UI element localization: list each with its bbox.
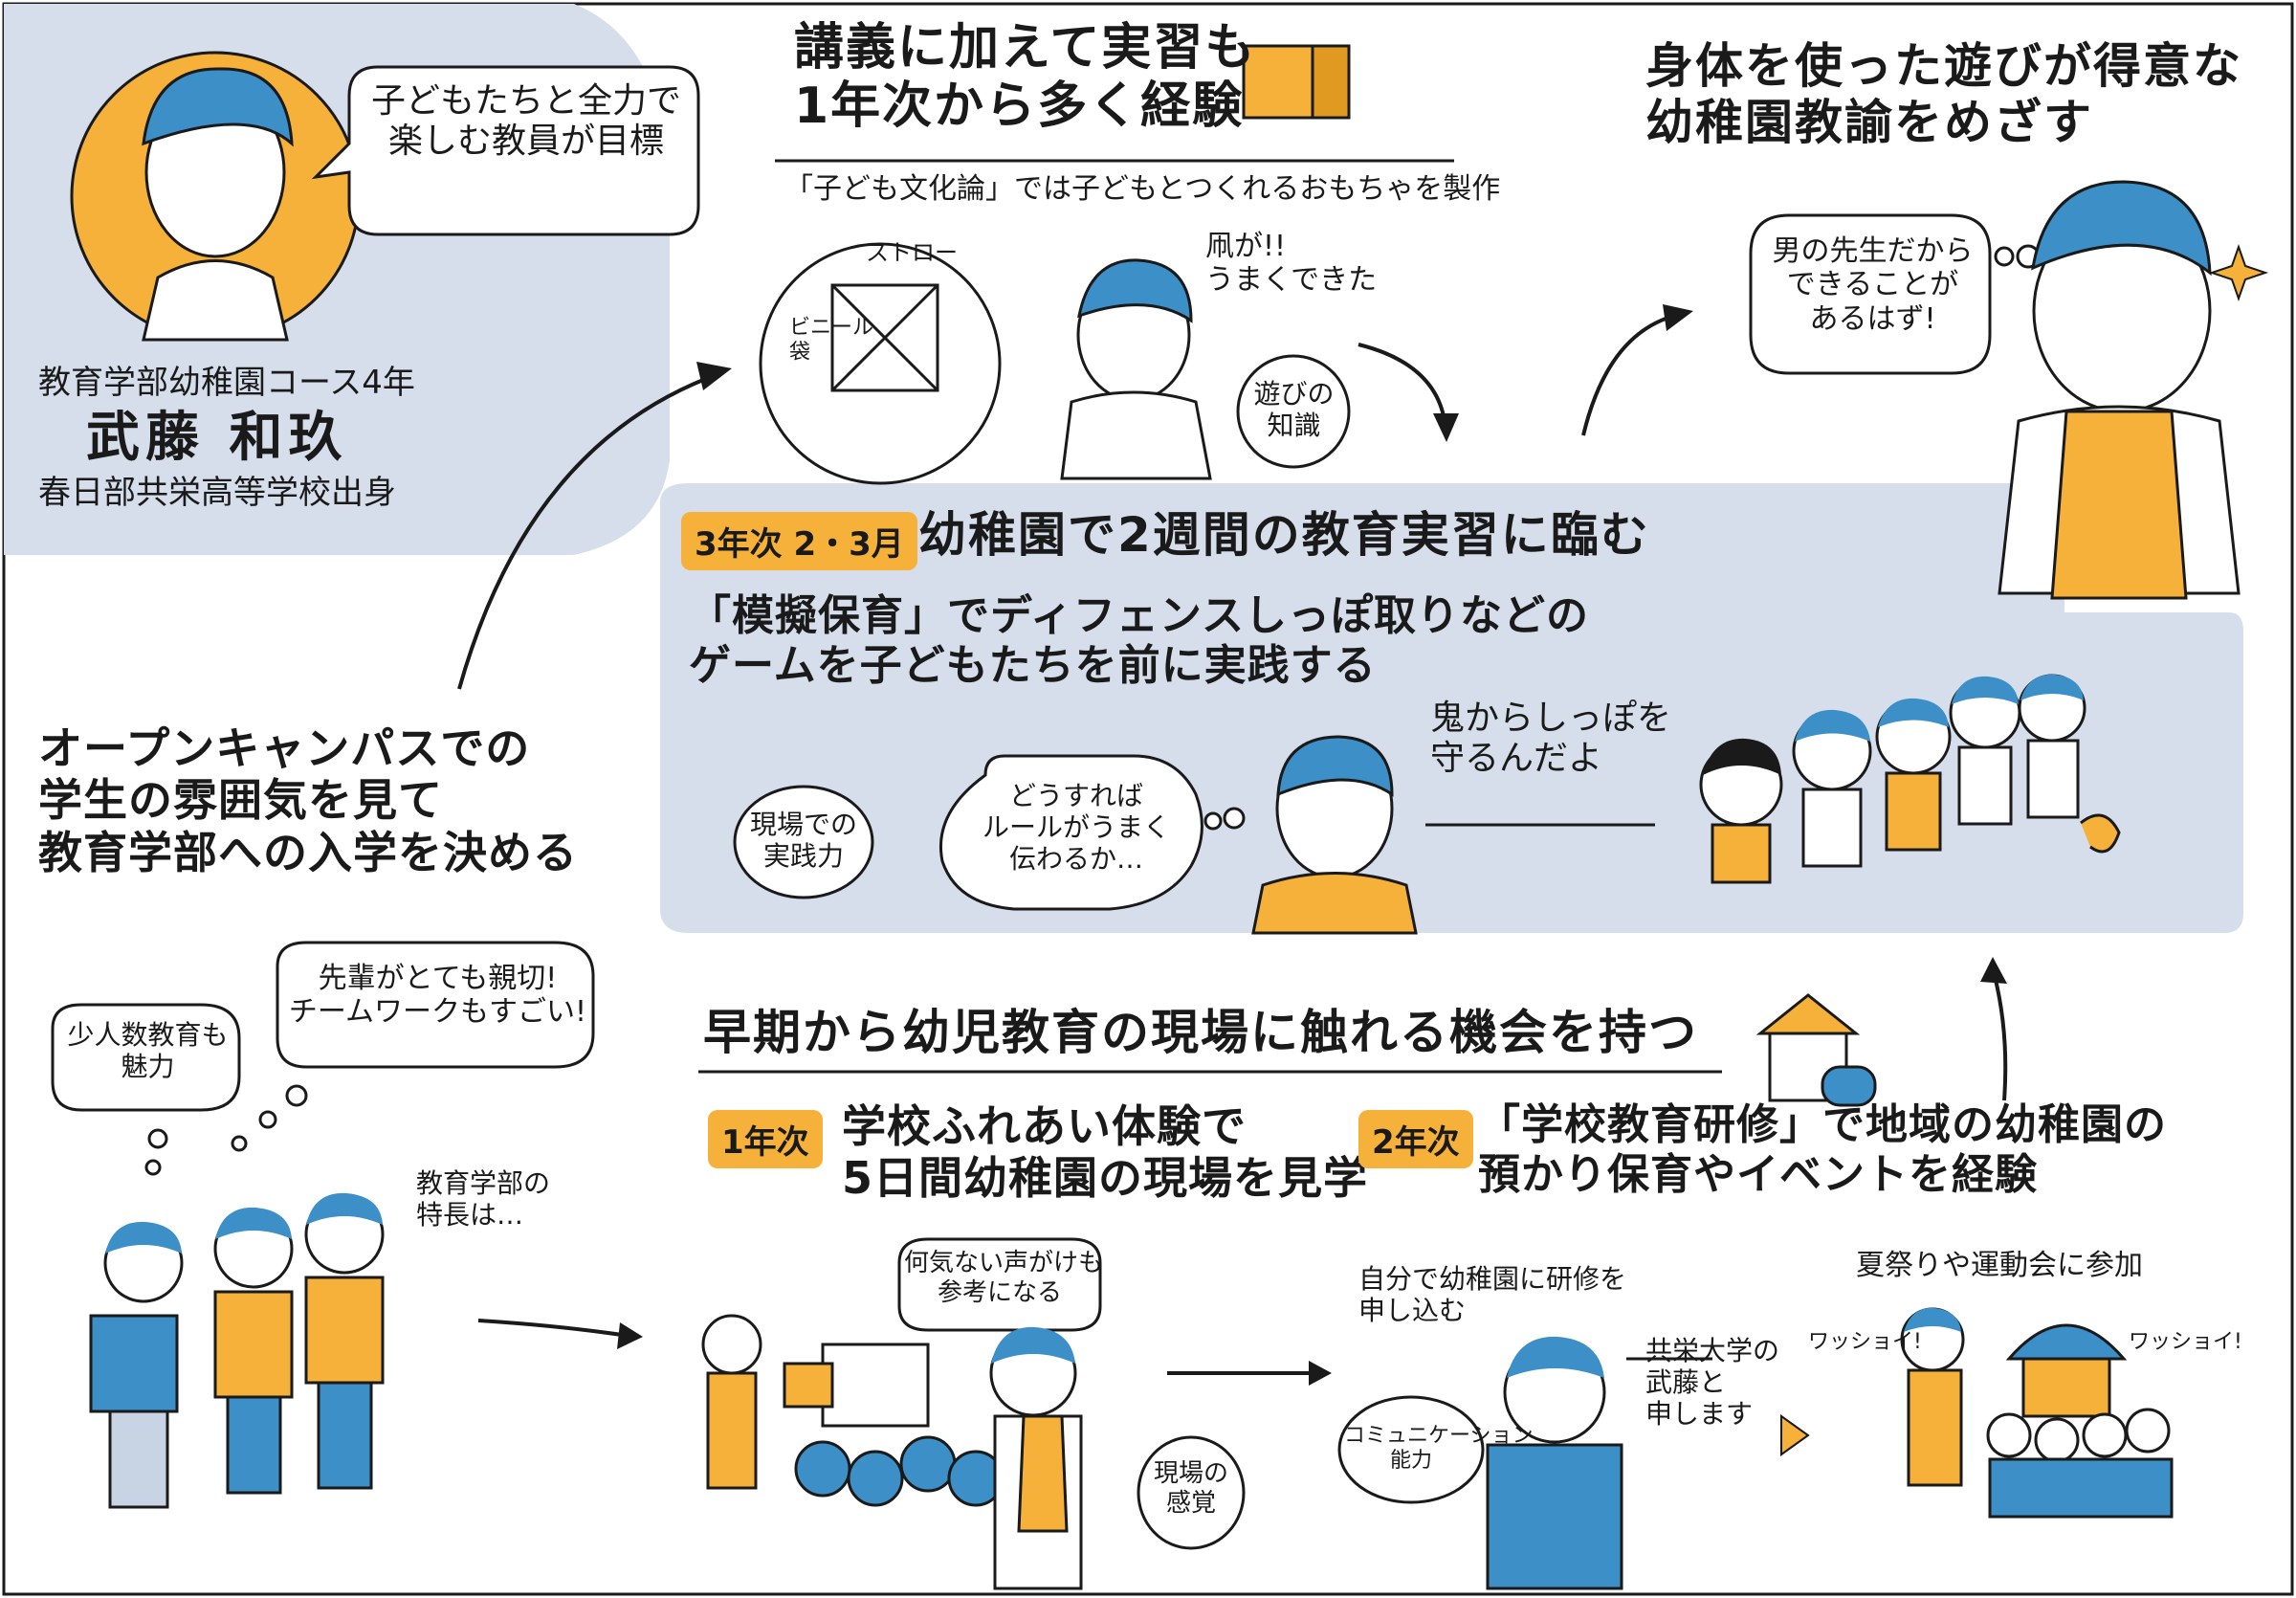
goal-speech-text: 男の先生だから できることが あるはず! [1772,234,1974,336]
year1-classroom-scene [701,1314,1083,1590]
kite-speech-text: 凧が!! うまくできた [1205,230,1378,298]
practice-thought-text: どうすれば ルールがうまく 伝わるか… [982,780,1170,876]
practice-student-body [1251,872,1418,935]
year1-tag: 1年次 [708,1110,823,1168]
goal-teacher-apron [2050,410,2188,600]
lecture-subtitle: 「子ども文化論」では子どもとつくれるおもちゃを製作 [784,172,1501,206]
profile-name: 武藤 和玖 [86,407,348,469]
festival-scene [1900,1307,2174,1519]
kite-label-bag: ビニール 袋 [789,316,874,365]
oc-students [89,1192,385,1509]
practice-thought-bubble [939,754,1203,911]
kite-kid-hair [1077,258,1193,323]
year2-title: 「学校教育研修」で地域の幼稚園の 預かり保育やイベントを経験 [1478,1100,2167,1199]
opencampus-text: オープンキャンパスでの 学生の雰囲気を見て 教育学部への入学を決める [38,722,578,878]
dog-box-side [1311,44,1351,120]
oc-thought-bubble-2 [276,941,595,1069]
arrow-heads [617,304,2007,1386]
practice-title: 幼稚園で2週間の教育実習に臨む [918,507,1650,563]
phone-student [1486,1336,1623,1590]
year2-tag: 2年次 [1358,1110,1473,1168]
profile-speech-text: 子どもたちと全力で 楽しむ教員が目標 [370,81,681,162]
profile-department: 教育学部幼稚園コース4年 [38,364,415,402]
triangle-arrow-icon [1780,1414,1810,1456]
profile-school: 春日部共栄高等学校出身 [38,474,396,512]
goal-title: 身体を使った遊びが得意な 幼稚園教諭をめざす [1645,38,2242,150]
kite-kid-body [1060,390,1212,480]
kite-label-straw: ストロー [866,239,958,266]
oc-thought-text-2: 先輩がとても親切! チームワークもすごい! [288,962,587,1030]
practice-year-tag: 3年次 2・3月 [681,512,917,570]
field-practice-text: 現場での 実践力 [749,809,857,873]
year1-speech-text: 何気ない声がけも 参考になる [904,1249,1104,1307]
communication-text: コミュニケーション 能力 [1344,1424,1534,1473]
year2-caption-festival: 夏祭りや運動会に参加 [1856,1249,2143,1282]
goal-speech-bubble [1749,213,1992,375]
lecture-title: 講義に加えて実習も 1年次から多く経験 [794,19,1257,136]
play-knowledge-text: 遊びの 知識 [1253,378,1335,442]
field-sense-text: 現場の 感覚 [1153,1459,1228,1518]
play-knowledge-badge [1236,354,1351,469]
practice-student-hair [1276,735,1394,797]
profile-speech-bubble [311,65,700,236]
festival-shout-1: ワッショイ! [1808,1330,1922,1354]
oc-thought-bubble-1 [51,1003,241,1112]
early-title: 早期から幼児教育の現場に触れる機会を持つ [703,1005,1698,1060]
year2-caption-apply: 自分で幼稚園に研修を 申し込む [1358,1263,1627,1327]
year2-speech-text: 共栄大学の 武藤と 申します [1645,1335,1780,1431]
year1-speech-bubble [897,1237,1102,1332]
portrait-hair [142,67,294,147]
children-tail-game [1699,674,2121,884]
practice-body: 「模擬保育」でディフェンスしっぽ取りなどの ゲームを子どもたちを前に実践する [689,591,1590,690]
oc-speech-text: 教育学部の 特長は… [416,1167,551,1232]
goal-teacher-hair [2031,180,2212,277]
oc-thought-text-1: 少人数教育も 魅力 [67,1019,229,1083]
festival-shout-2: ワッショイ! [2129,1330,2242,1354]
toy-blocks-icon [1755,993,1877,1107]
sparkle-icon [2208,243,2269,302]
flow-arrows [457,314,2008,1375]
practice-speech-text: 鬼からしっぽを 守るんだよ [1430,699,1672,779]
field-practice-badge [733,785,874,899]
field-sense-badge [1137,1435,1246,1550]
portrait-shirt [142,259,289,342]
year1-title: 学校ふれあい体験で 5日間幼稚園の現場を見学 [842,1100,1369,1205]
communication-badge [1337,1395,1485,1504]
